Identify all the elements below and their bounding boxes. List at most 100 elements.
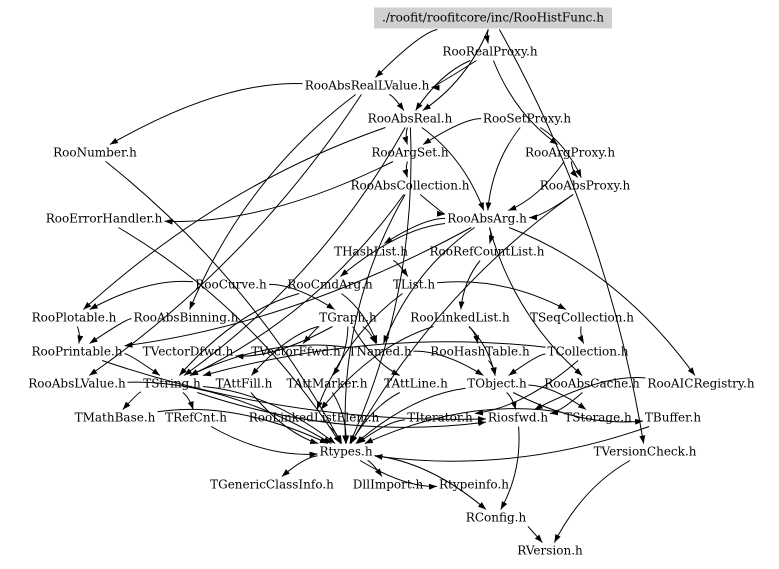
- edge-argset-to-errorhandler: [164, 161, 394, 225]
- node-tmathbase[interactable]: TMathBase.h: [74, 410, 156, 425]
- node-cmdarg[interactable]: RooCmdArg.h: [287, 277, 373, 292]
- edge-tobject-to-rtypes: [355, 387, 466, 444]
- edge-hashtable-to-tobject: [488, 360, 497, 376]
- edge-rtypes-to-dllimport: [367, 460, 383, 477]
- edge-tgraph-to-tvectorffwd: [302, 326, 320, 344]
- edge-tlist-to-linkedlistelem: [316, 293, 403, 410]
- edge-absproxy-to-absarg: [528, 194, 574, 221]
- node-tseqcollection[interactable]: TSeqCollection.h: [529, 310, 635, 325]
- node-errorhandler[interactable]: RooErrorHandler.h: [45, 211, 163, 226]
- edge-tattmarker-to-rtypes: [331, 392, 350, 444]
- edge-abscollection-to-absarg: [419, 194, 446, 217]
- node-tobject[interactable]: TObject.h: [467, 376, 527, 391]
- node-abscache[interactable]: RooAbsCache.h: [544, 376, 640, 391]
- edge-absarg-to-abscache: [488, 227, 583, 376]
- node-absproxy[interactable]: RooAbsProxy.h: [539, 178, 631, 193]
- edge-realproxy-to-absreallvalue: [431, 60, 477, 91]
- edge-tgraph-to-tnamed: [362, 326, 377, 344]
- node-linkedlistelem[interactable]: RooLinkedListElem.h: [248, 410, 380, 425]
- edge-riosfwd-to-rconfig: [500, 426, 520, 510]
- node-absreal[interactable]: RooAbsReal.h: [367, 111, 453, 126]
- edge-realproxy-to-absreal: [415, 60, 471, 111]
- node-rtypeinfo[interactable]: Rtypeinfo.h: [439, 477, 509, 492]
- edge-linkedlist-to-linkedlistelem: [320, 326, 434, 410]
- edge-root-to-tversioncheck: [498, 29, 646, 444]
- edge-tcollection-to-tobject: [508, 353, 546, 376]
- node-argset[interactable]: RooArgSet.h: [371, 145, 449, 160]
- node-tattmarker[interactable]: TAttMarker.h: [286, 376, 368, 391]
- node-tbuffer[interactable]: TBuffer.h: [644, 410, 702, 425]
- node-tattfill[interactable]: TAttFill.h: [215, 376, 273, 391]
- edge-tgraph-to-tattmarker: [332, 326, 349, 376]
- node-titerator[interactable]: TIterator.h: [407, 410, 473, 425]
- node-tattline[interactable]: TAttLine.h: [384, 376, 448, 391]
- edge-root-to-absreal: [422, 29, 489, 111]
- edge-tgraph-to-tattfill: [251, 326, 318, 376]
- node-absreallvalue[interactable]: RooAbsRealLValue.h: [304, 78, 430, 93]
- node-dllimport[interactable]: DllImport.h: [352, 477, 424, 492]
- edge-rconfig-to-rversion: [527, 526, 543, 543]
- node-rconfig[interactable]: RConfig.h: [465, 510, 527, 525]
- node-rtypes[interactable]: Rtypes.h: [319, 444, 373, 459]
- node-number[interactable]: RooNumber.h: [53, 145, 137, 160]
- edge-abscollection-to-tstring: [189, 194, 405, 376]
- edge-tstring-to-trefcnt: [182, 392, 194, 410]
- node-tstring[interactable]: TString.h: [143, 376, 201, 391]
- edge-number-to-rtypes: [105, 161, 342, 444]
- edge-printable-to-tstring: [124, 353, 161, 376]
- edge-absreal-to-tstring: [183, 127, 406, 376]
- edge-cmdarg-to-tstring: [179, 293, 300, 376]
- edge-argset-to-abscollection: [402, 161, 409, 178]
- node-linkedlist[interactable]: RooLinkedList.h: [410, 310, 510, 325]
- edge-absreallvalue-to-absbinning: [189, 94, 356, 310]
- edge-thashlist-to-tlist: [393, 260, 409, 277]
- node-realproxy[interactable]: RooRealProxy.h: [442, 44, 538, 59]
- edge-argproxy-to-absproxy: [570, 161, 578, 178]
- node-tgenericclassinfo[interactable]: TGenericClassInfo.h: [210, 477, 334, 492]
- edge-refcountlist-to-linkedlist: [458, 260, 481, 310]
- node-absarg[interactable]: RooAbsArg.h: [447, 211, 527, 226]
- node-tvectordfwd[interactable]: TVectorDfwd.h: [142, 344, 234, 359]
- node-tnamed[interactable]: TNamed.h: [348, 344, 412, 359]
- node-tlist[interactable]: TList.h: [392, 277, 436, 292]
- edge-absarg-to-aicregistry: [508, 227, 696, 376]
- edge-absbinning-to-printable: [89, 318, 132, 344]
- edge-absreallvalue-to-number: [109, 83, 303, 145]
- edge-tstring-to-riosfwd: [197, 392, 487, 428]
- node-tvectorffwd[interactable]: TVectorFfwd.h: [251, 344, 341, 359]
- node-absbinning[interactable]: RooAbsBinning.h: [133, 310, 239, 325]
- node-tcollection[interactable]: TCollection.h: [547, 344, 629, 359]
- node-printable[interactable]: RooPrintable.h: [31, 344, 123, 359]
- edge-abslvalue-to-rtypes: [127, 381, 332, 444]
- edge-aicregistry-to-riosfwd: [534, 377, 646, 410]
- node-curve[interactable]: RooCurve.h: [195, 277, 267, 292]
- node-tstorage[interactable]: TStorage.h: [564, 410, 632, 425]
- edge-tstring-to-tmathbase: [122, 391, 142, 410]
- edge-tcollection-to-tstring: [202, 341, 546, 377]
- node-rversion[interactable]: RVersion.h: [517, 543, 583, 558]
- node-argproxy[interactable]: RooArgProxy.h: [524, 145, 616, 160]
- edge-abscollection-to-rtypes: [342, 194, 406, 444]
- node-tversioncheck[interactable]: TVersionCheck.h: [593, 444, 697, 459]
- node-aicregistry[interactable]: RooAICRegistry.h: [647, 376, 755, 391]
- node-refcountlist[interactable]: RooRefCountList.h: [429, 244, 545, 259]
- node-root[interactable]: ./roofit/roofitcore/inc/RooHistFunc.h: [374, 7, 612, 29]
- node-abscollection[interactable]: RooAbsCollection.h: [350, 178, 470, 193]
- node-tgraph[interactable]: TGraph.h: [319, 310, 377, 325]
- edge-tattline-to-rtypes: [350, 392, 400, 444]
- node-hashtable[interactable]: RooHashTable.h: [430, 344, 530, 359]
- node-plotable[interactable]: RooPlotable.h: [31, 310, 117, 325]
- edge-tgraph-to-tvectordfwd: [235, 326, 333, 360]
- node-abslvalue[interactable]: RooAbsLValue.h: [28, 376, 126, 391]
- edge-setproxy-to-absarg: [485, 127, 521, 211]
- node-setproxy[interactable]: RooSetProxy.h: [482, 111, 572, 126]
- edge-rtypes-to-rconfig: [374, 455, 487, 510]
- edge-tcollection-to-titerator: [474, 360, 579, 416]
- node-trefcnt[interactable]: TRefCnt.h: [165, 410, 227, 425]
- node-riosfwd[interactable]: Riosfwd.h: [487, 410, 549, 425]
- edge-absproxy-to-rtypes: [350, 194, 574, 444]
- edge-trefcnt-to-rtypes: [210, 426, 318, 458]
- node-thashlist[interactable]: THashList.h: [334, 244, 408, 259]
- edge-absarg-to-cmdarg: [339, 223, 446, 277]
